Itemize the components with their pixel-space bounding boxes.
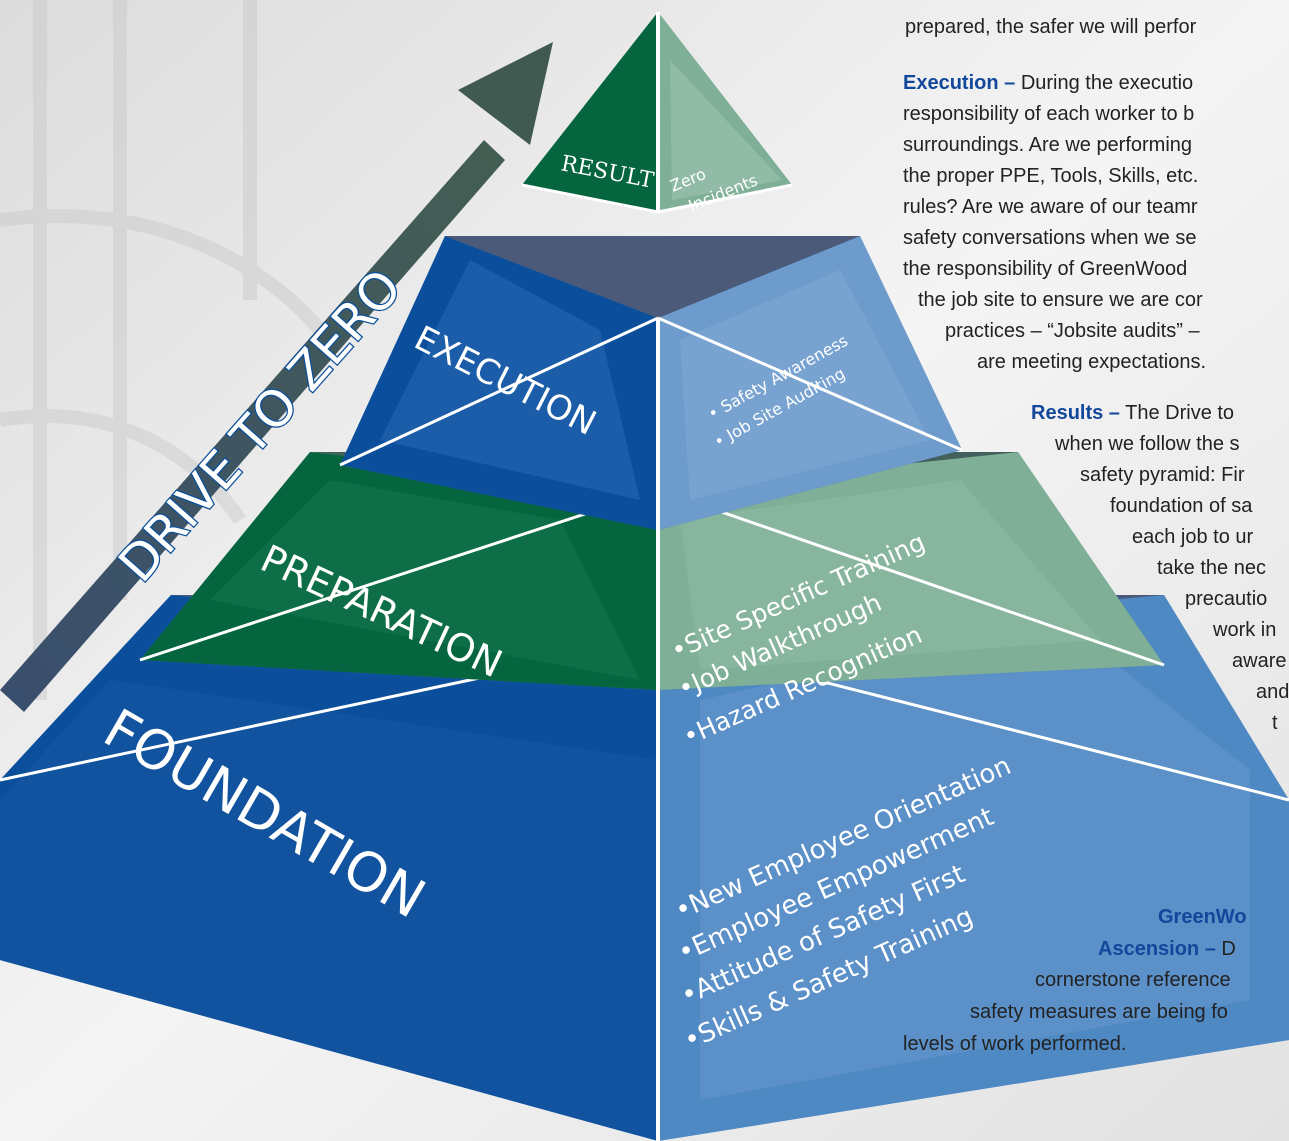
results-line-7: work in — [1213, 619, 1277, 641]
ascension-heading-1: GreenWo — [1158, 906, 1247, 928]
results-line-1: when we follow the s — [1055, 433, 1240, 455]
execution-line-1: responsibility of each worker to b — [903, 103, 1195, 125]
ascension-line-3: levels of work performed. — [903, 1033, 1127, 1055]
intro-tail-line: prepared, the safer we will perfor — [905, 16, 1197, 38]
execution-line-6: the responsibility of GreenWood — [903, 258, 1188, 280]
execution-line-0: During the executio — [1015, 72, 1194, 94]
results-line-8: aware — [1232, 650, 1287, 672]
execution-line-2: surroundings. Are we performing — [903, 134, 1193, 156]
execution-line-7: the job site to ensure we are cor — [918, 289, 1203, 311]
results-line-10: t — [1272, 712, 1278, 734]
results-line-5: take the nec — [1157, 557, 1266, 579]
execution-line-4: rules? Are we aware of our teamr — [903, 196, 1198, 218]
tier-preparation — [139, 452, 1165, 690]
results-line-4: each job to ur — [1132, 526, 1254, 548]
results-line-9: and — [1256, 681, 1289, 703]
execution-line-5: safety conversations when we se — [903, 227, 1197, 249]
execution-paragraph: Execution – During the executio responsi… — [903, 68, 1198, 285]
results-paragraph: Results – The Drive to — [1031, 398, 1234, 429]
execution-line-8: practices – “Jobsite audits” – — [945, 320, 1200, 342]
tier-execution — [339, 236, 963, 530]
ascension-line-1: cornerstone reference — [1035, 969, 1231, 991]
results-line-3: foundation of sa — [1110, 495, 1253, 517]
results-line-0: The Drive to — [1119, 402, 1235, 424]
results-heading: Results – — [1031, 402, 1120, 424]
results-line-6: precautio — [1185, 588, 1268, 610]
execution-line-3: the proper PPE, Tools, Skills, etc. — [903, 165, 1199, 187]
results-line-2: safety pyramid: Fir — [1080, 464, 1245, 486]
tier-result — [521, 12, 793, 214]
execution-heading: Execution – — [903, 72, 1016, 94]
tier-foundation — [0, 595, 1289, 1141]
ascension-line-2: safety measures are being fo — [970, 1001, 1228, 1023]
ascension-heading-2-line: Ascension – D — [1098, 938, 1236, 960]
execution-line-9: are meeting expectations. — [977, 351, 1207, 373]
